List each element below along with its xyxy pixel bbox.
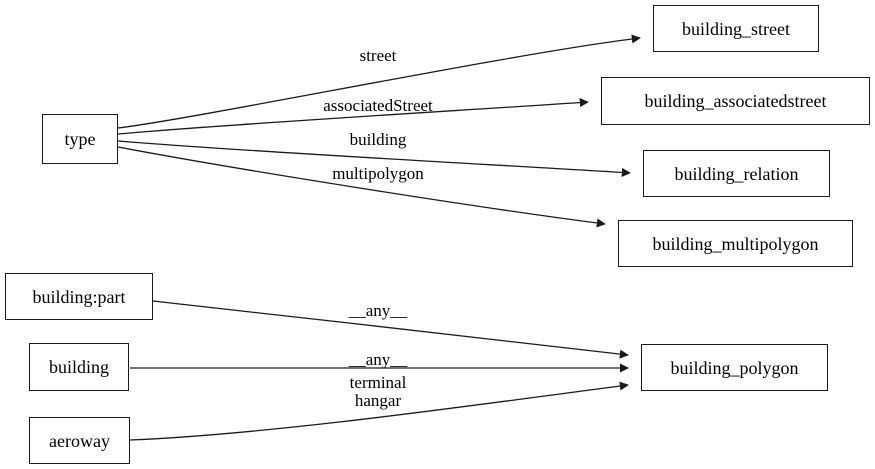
edge-label-line: associatedStreet: [323, 96, 433, 116]
node-aeroway[interactable]: aeroway: [29, 417, 130, 464]
edge-label-type-to-building_multipolygon: multipolygon: [332, 165, 424, 183]
node-building_polygon[interactable]: building_polygon: [641, 344, 828, 391]
node-building[interactable]: building: [29, 343, 129, 391]
node-label: building_multipolygon: [652, 233, 819, 254]
node-label: building_polygon: [670, 357, 799, 378]
edge-label-type-to-building_relation: building: [350, 131, 407, 149]
node-building_street[interactable]: building_street: [653, 5, 819, 52]
edge-label-line: street: [359, 46, 397, 66]
edge-label-line: hangar: [354, 391, 402, 410]
node-label: building: [48, 357, 109, 377]
edge-type-to-building_multipolygon: [117, 146, 606, 228]
edge-label-type-to-building_associatedstreet: associatedStreet: [323, 97, 433, 115]
edge-label-line: terminal: [349, 373, 407, 393]
node-label: building_associatedstreet: [644, 91, 827, 111]
node-label: building_street: [682, 18, 790, 39]
node-building_multipolygon[interactable]: building_multipolygon: [618, 220, 853, 267]
edge-label-building_part-to-building_polygon: __any__: [349, 302, 408, 320]
node-building_associatedstreet[interactable]: building_associatedstreet: [601, 77, 870, 125]
edge-label-type-to-building_street: street: [360, 47, 397, 65]
edge-label-line: multipolygon: [332, 164, 424, 184]
node-type[interactable]: type: [42, 114, 118, 164]
edge-label-building-to-building_polygon: __any__: [349, 351, 408, 369]
edge-label-line: __any__: [348, 301, 408, 321]
node-building_part[interactable]: building:part: [5, 273, 153, 320]
node-building_relation[interactable]: building_relation: [643, 150, 830, 197]
node-label: building_relation: [674, 163, 799, 184]
node-label: building:part: [32, 286, 126, 307]
edge-label-line: building: [349, 130, 407, 150]
node-label: type: [64, 129, 96, 149]
node-label: aeroway: [49, 430, 110, 451]
edge-label-line: __any__: [348, 350, 408, 370]
